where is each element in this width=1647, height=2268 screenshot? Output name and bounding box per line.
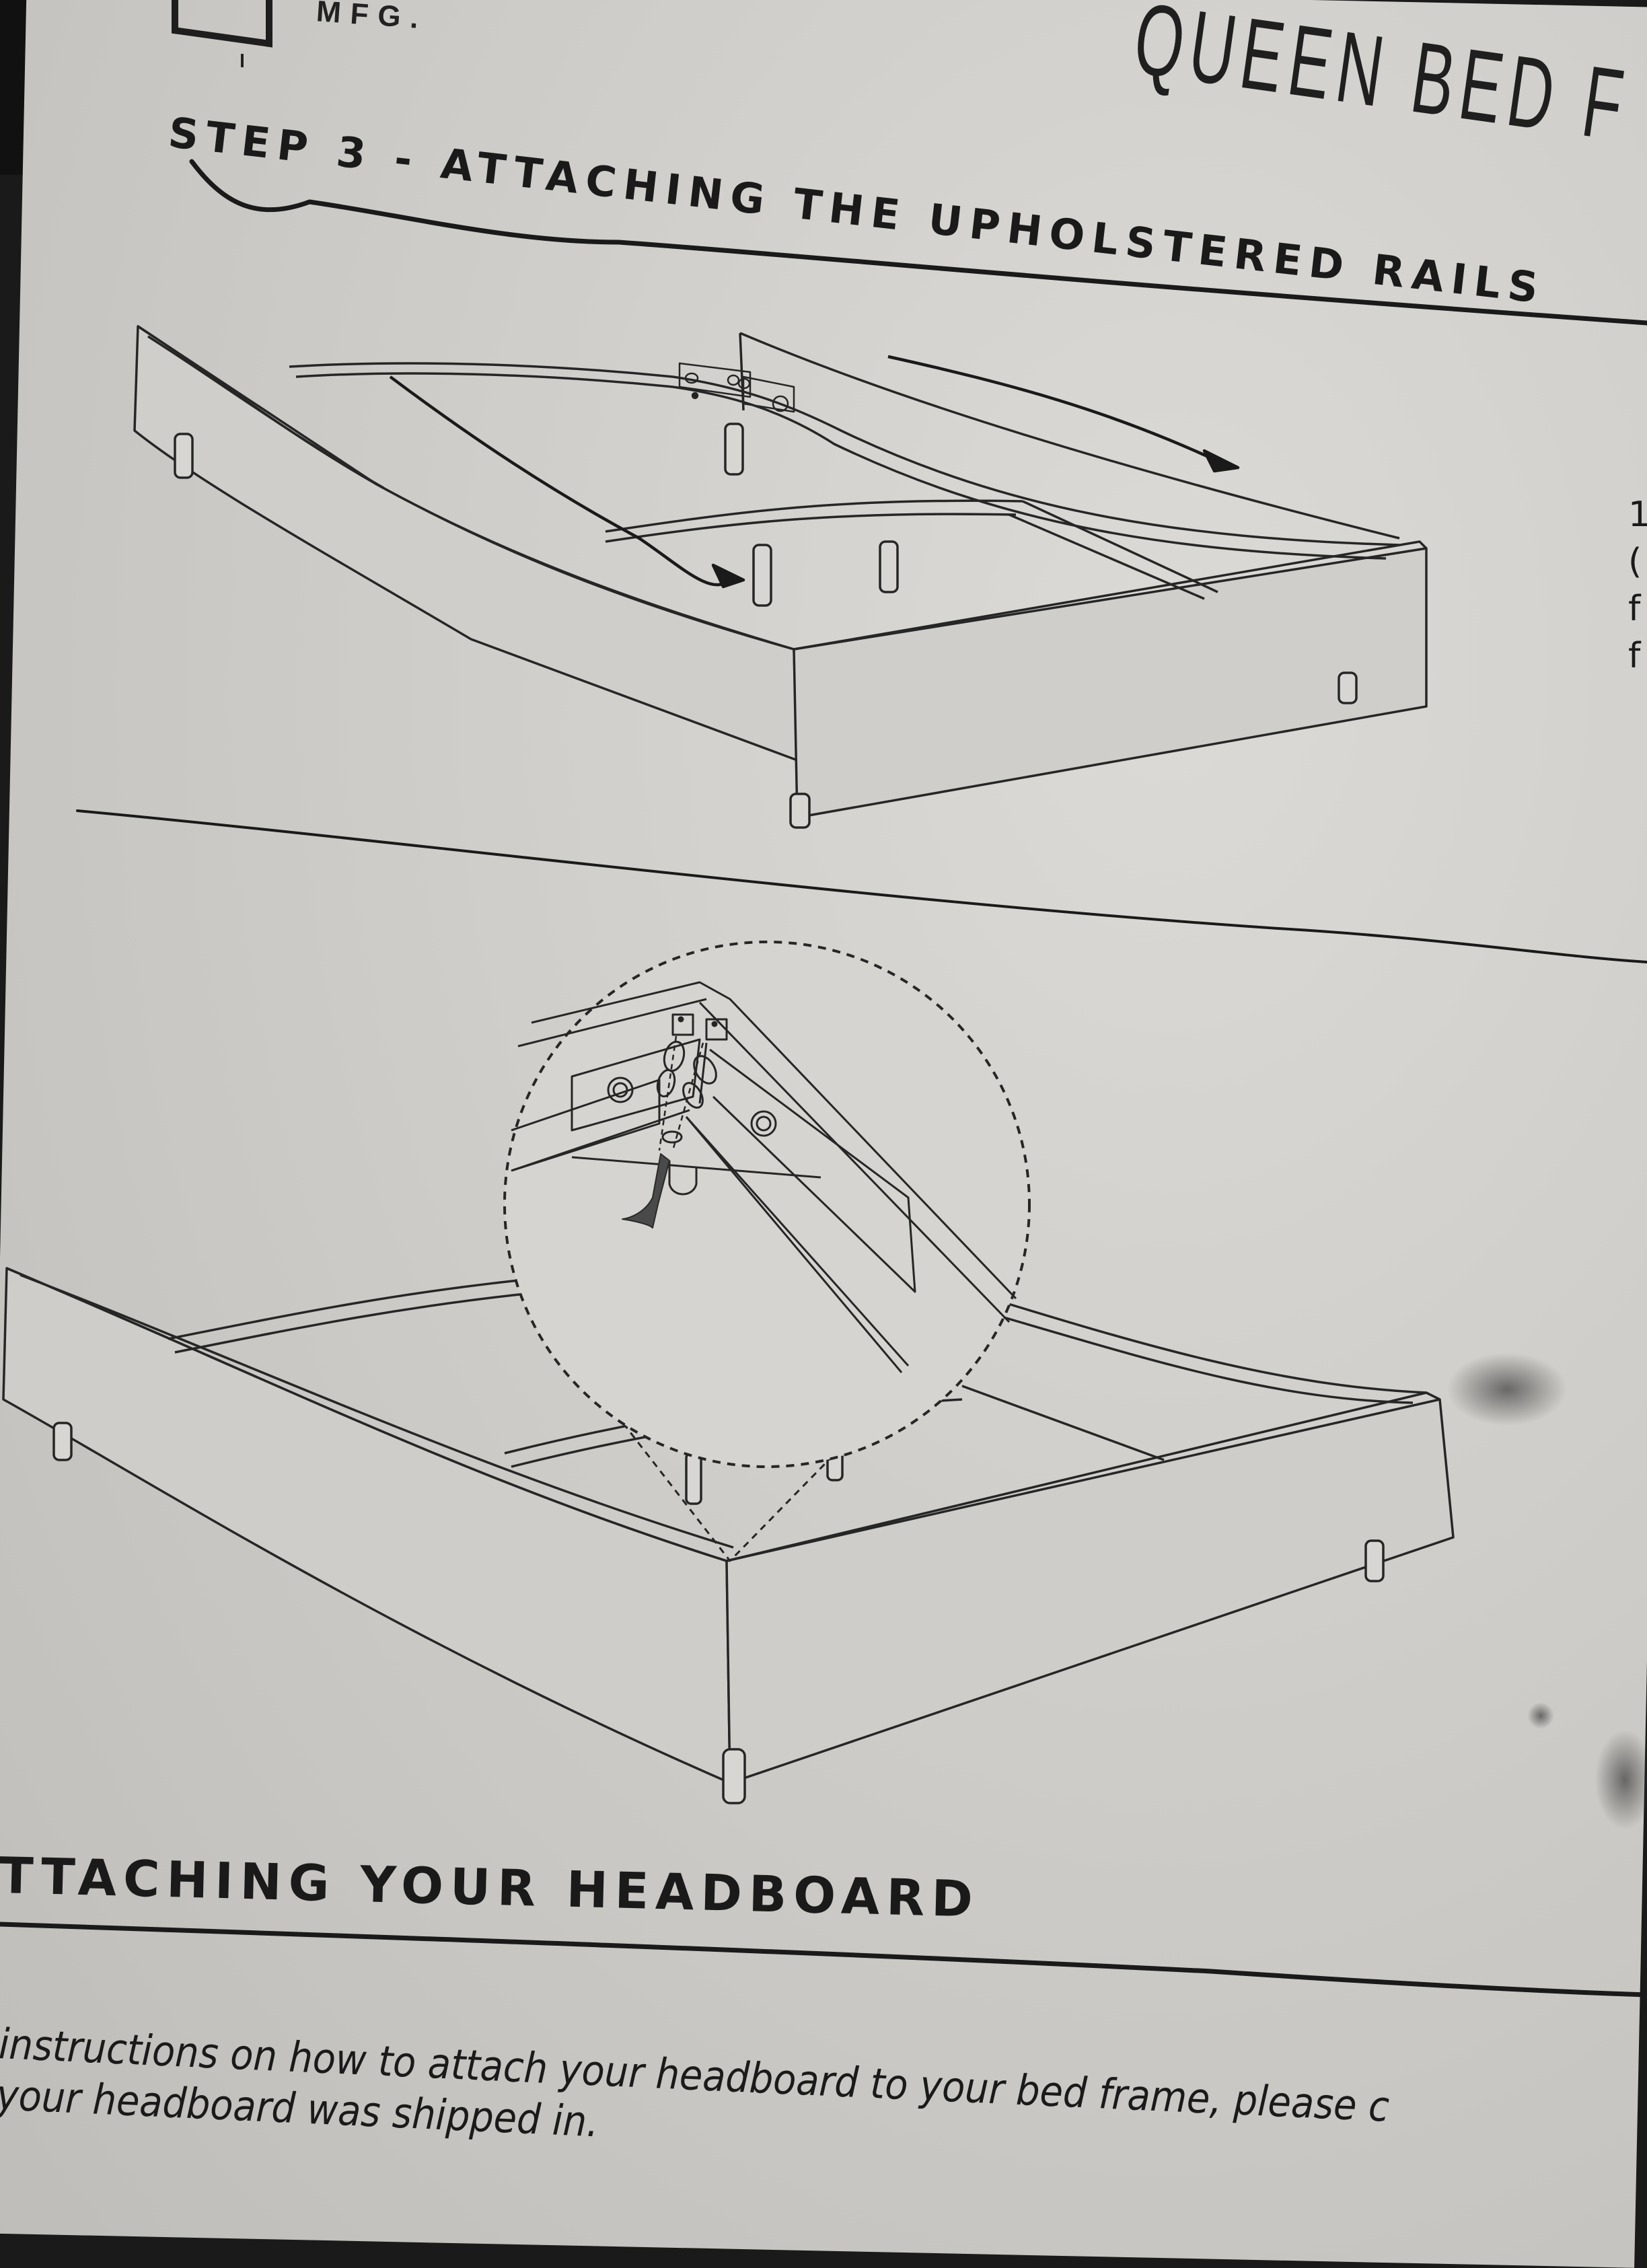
- fragment: 1: [1628, 495, 1647, 535]
- illustrations: [0, 159, 1647, 1998]
- figure-1-bed-frame: [133, 325, 1428, 829]
- section-rule: [0, 1922, 1647, 1998]
- figure-2-bed-frame: [2, 941, 1455, 1804]
- arrow-right-rail: [887, 355, 1240, 473]
- ink-smudge: [1595, 1729, 1647, 1830]
- fragment: f: [1628, 636, 1641, 676]
- fragment: (: [1628, 542, 1642, 582]
- headboard-bracket-detail: [678, 362, 795, 413]
- figure-divider: [76, 809, 1647, 963]
- fragment: f: [1628, 589, 1641, 629]
- right-edge-text-fragments: 1 ( f f: [1628, 491, 1647, 680]
- corner-bracket-detail: [511, 981, 1017, 1373]
- screw-icon: [622, 1153, 670, 1229]
- heading-rule: [189, 159, 1647, 326]
- arrow-left-rail: [389, 375, 745, 589]
- detail-callout-circle: [503, 941, 1031, 1468]
- ink-smudge: [1527, 1702, 1554, 1729]
- ink-smudge: [1447, 1352, 1568, 1426]
